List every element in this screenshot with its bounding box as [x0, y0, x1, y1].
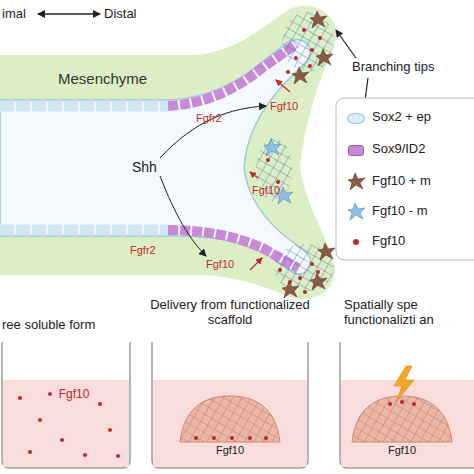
- legend-sample: [348, 173, 365, 190]
- tissue-dome: [352, 396, 452, 442]
- outline-path: [0, 6, 336, 299]
- light-bolt: [394, 366, 414, 402]
- fgf10-dots: [388, 400, 416, 406]
- axis-label: Distal: [104, 7, 137, 21]
- node-label: Fgf10: [44, 388, 104, 402]
- outline-path: [340, 342, 474, 468]
- receptor-label: Fgfr2: [130, 244, 156, 256]
- outline-path: [2, 342, 130, 468]
- node-outline: [0, 0, 340, 310]
- medium: [153, 380, 307, 467]
- axis-arrow: [38, 13, 100, 14]
- legend-text: Sox9/ID2: [372, 142, 425, 156]
- node-title: Mesenchyme: [58, 70, 178, 87]
- legend-swatch: [348, 145, 364, 156]
- mesenchyme-region: Mesenchyme: [0, 0, 340, 310]
- node-title: Delivery from functionalized scaffold: [140, 298, 320, 328]
- fgf10-dots: [194, 436, 268, 440]
- scaffold-mesh: [352, 396, 452, 442]
- legend-text: Fgf10 + m: [372, 174, 431, 188]
- pointer-arrow: [344, 78, 368, 256]
- axis-label: imal: [2, 7, 26, 21]
- legend-swatch: [347, 113, 365, 124]
- ligand-label: Fgf10: [270, 100, 298, 112]
- callout-label: Branching tips: [352, 60, 434, 74]
- node-title: ree soluble form: [2, 318, 132, 333]
- legend-sample: [348, 203, 365, 220]
- fgf10-dots: [18, 392, 120, 458]
- scaffold-mesh: [180, 396, 280, 442]
- legend-swatch: [353, 239, 359, 245]
- pointer-arrow: [336, 30, 356, 58]
- legend-text: Sox2 + ep: [372, 110, 431, 124]
- axis-arrow: [38, 13, 100, 14]
- culture-well: Delivery from functionalized scaffoldFgf…: [140, 296, 320, 470]
- node-label: Fgf10: [190, 444, 270, 457]
- culture-well: ree soluble formFgf10: [0, 300, 135, 470]
- legend-box: [336, 98, 474, 260]
- node-label: Fgf10: [362, 444, 442, 457]
- legend-text: Fgf10: [372, 234, 405, 248]
- node-title: Spatially spe functionalizti an: [344, 298, 474, 328]
- ligand-label: Shh: [132, 160, 157, 175]
- medium: [3, 380, 129, 467]
- medium: [341, 380, 474, 467]
- legend-text: Fgf10 - m: [372, 204, 428, 218]
- receptor-label: Fgfr2: [196, 112, 222, 124]
- outline-path: [152, 342, 308, 468]
- culture-well: Spatially spe functionalizti an Fgf10: [332, 296, 474, 470]
- ligand-label: Fgf10: [206, 258, 234, 270]
- tissue-dome: [180, 396, 280, 442]
- ligand-label: Fgf10: [252, 184, 280, 196]
